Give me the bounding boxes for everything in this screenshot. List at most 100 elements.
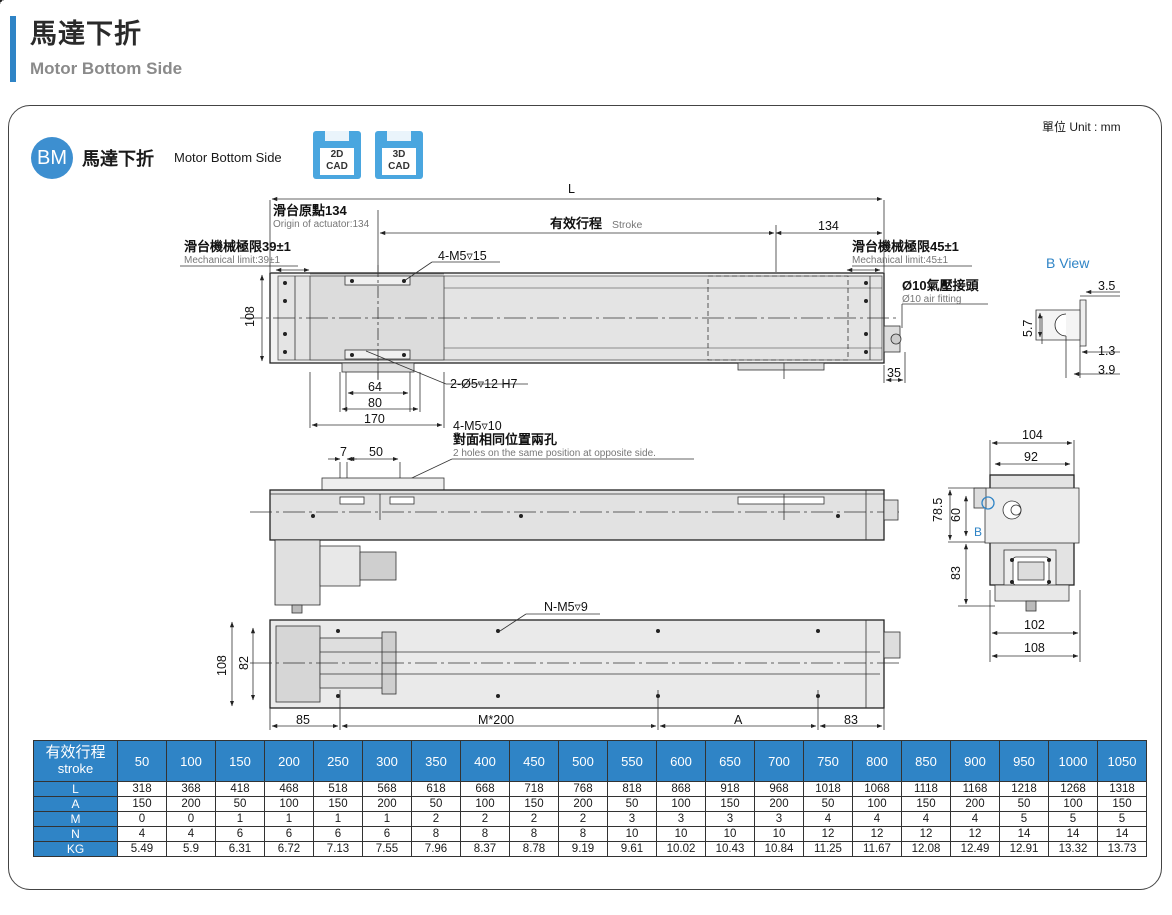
table-cell: 12.91 — [999, 841, 1049, 857]
table-cell: 0 — [117, 811, 167, 827]
table-cell: 1118 — [901, 781, 951, 797]
stroke-col-header: 500 — [558, 740, 608, 782]
dim-83-vertical: 83 — [949, 566, 963, 580]
table-cell: 10 — [656, 826, 706, 842]
table-cell: 1 — [362, 811, 412, 827]
mech-limit-left-cn: 滑台機械極限39±1 — [184, 239, 291, 254]
table-cell: 0 — [166, 811, 216, 827]
row-label: M — [33, 811, 118, 827]
stroke-col-header: 300 — [362, 740, 412, 782]
table-cell: 6 — [313, 826, 363, 842]
table-cell: 8 — [558, 826, 608, 842]
stroke-col-header: 150 — [215, 740, 265, 782]
table-cell: 318 — [117, 781, 167, 797]
stroke-col-header: 850 — [901, 740, 951, 782]
table-cell: 12.49 — [950, 841, 1000, 857]
stroke-col-header: 900 — [950, 740, 1000, 782]
table-cell: 10.84 — [754, 841, 804, 857]
table-cell: 1 — [313, 811, 363, 827]
table-cell: 150 — [313, 796, 363, 812]
table-cell: 2 — [509, 811, 559, 827]
table-cell: 10.02 — [656, 841, 706, 857]
stroke-col-header: 1000 — [1048, 740, 1098, 782]
table-cell: 868 — [656, 781, 706, 797]
dim-78-5: 78.5 — [931, 498, 945, 522]
dim-102: 102 — [1024, 618, 1045, 632]
table-cell: 1268 — [1048, 781, 1098, 797]
dim-35: 35 — [887, 366, 901, 380]
stroke-label-cn: 有效行程 — [550, 216, 602, 231]
table-cell: 100 — [852, 796, 902, 812]
table-cell: 10 — [607, 826, 657, 842]
table-cell: 1218 — [999, 781, 1049, 797]
table-cell: 14 — [1048, 826, 1098, 842]
table-cell: 14 — [999, 826, 1049, 842]
dim-3-5: 3.5 — [1098, 279, 1115, 293]
air-fitting-cn: Ø10氣壓接頭 — [902, 278, 980, 293]
table-cell: 4 — [117, 826, 167, 842]
table-cell: 200 — [558, 796, 608, 812]
table-cell: 2 — [558, 811, 608, 827]
dim-85: 85 — [296, 713, 310, 727]
table-cell: 618 — [411, 781, 461, 797]
table-cell: 100 — [656, 796, 706, 812]
dim-170: 170 — [364, 412, 385, 426]
page-subtitle: Motor Bottom Side — [30, 59, 183, 78]
table-cell: 6 — [264, 826, 314, 842]
table-cell: 12 — [803, 826, 853, 842]
stroke-col-header: 200 — [264, 740, 314, 782]
table-cell: 12 — [901, 826, 951, 842]
table-cell: 5 — [1097, 811, 1147, 827]
stroke-col-header: 750 — [803, 740, 853, 782]
table-cell: 818 — [607, 781, 657, 797]
dim-134: 134 — [818, 219, 839, 233]
table-cell: 1318 — [1097, 781, 1147, 797]
origin-label-cn: 滑台原點134 — [273, 203, 347, 218]
stroke-col-header: 700 — [754, 740, 804, 782]
table-cell: 150 — [901, 796, 951, 812]
table-cell: 150 — [509, 796, 559, 812]
dim-7: 7 — [340, 445, 347, 459]
stroke-col-header: 50 — [117, 740, 167, 782]
stroke-col-header: 950 — [999, 740, 1049, 782]
table-cell: 3 — [607, 811, 657, 827]
model-name-en: Motor Bottom Side — [174, 150, 282, 165]
table-cell: 50 — [999, 796, 1049, 812]
table-cell: 368 — [166, 781, 216, 797]
table-cell: 6 — [362, 826, 412, 842]
stroke-col-header: 600 — [656, 740, 706, 782]
floppy-notch-icon — [325, 131, 349, 141]
b-view-label: B View — [1046, 255, 1090, 271]
table-cell: 12 — [950, 826, 1000, 842]
page-title: 馬達下折 — [30, 19, 142, 50]
table-cell: 6.31 — [215, 841, 265, 857]
dim-3-9: 3.9 — [1098, 363, 1115, 377]
table-cell: 11.67 — [852, 841, 902, 857]
dim-60: 60 — [949, 508, 963, 522]
table-cell: 1168 — [950, 781, 1000, 797]
table-cell: 9.61 — [607, 841, 657, 857]
stroke-col-header: 450 — [509, 740, 559, 782]
dim-83-bottom: 83 — [844, 713, 858, 727]
table-cell: 3 — [754, 811, 804, 827]
table-cell: 568 — [362, 781, 412, 797]
dim-82: 82 — [237, 656, 251, 670]
pin-callout: 2-Ø5▿12 H7 — [450, 377, 517, 391]
table-cell: 12 — [852, 826, 902, 842]
stroke-col-header: 650 — [705, 740, 755, 782]
table-cell: 768 — [558, 781, 608, 797]
table-cell: 8 — [460, 826, 510, 842]
table-cell: 3 — [705, 811, 755, 827]
table-cell: 4 — [803, 811, 853, 827]
table-cell: 8 — [411, 826, 461, 842]
